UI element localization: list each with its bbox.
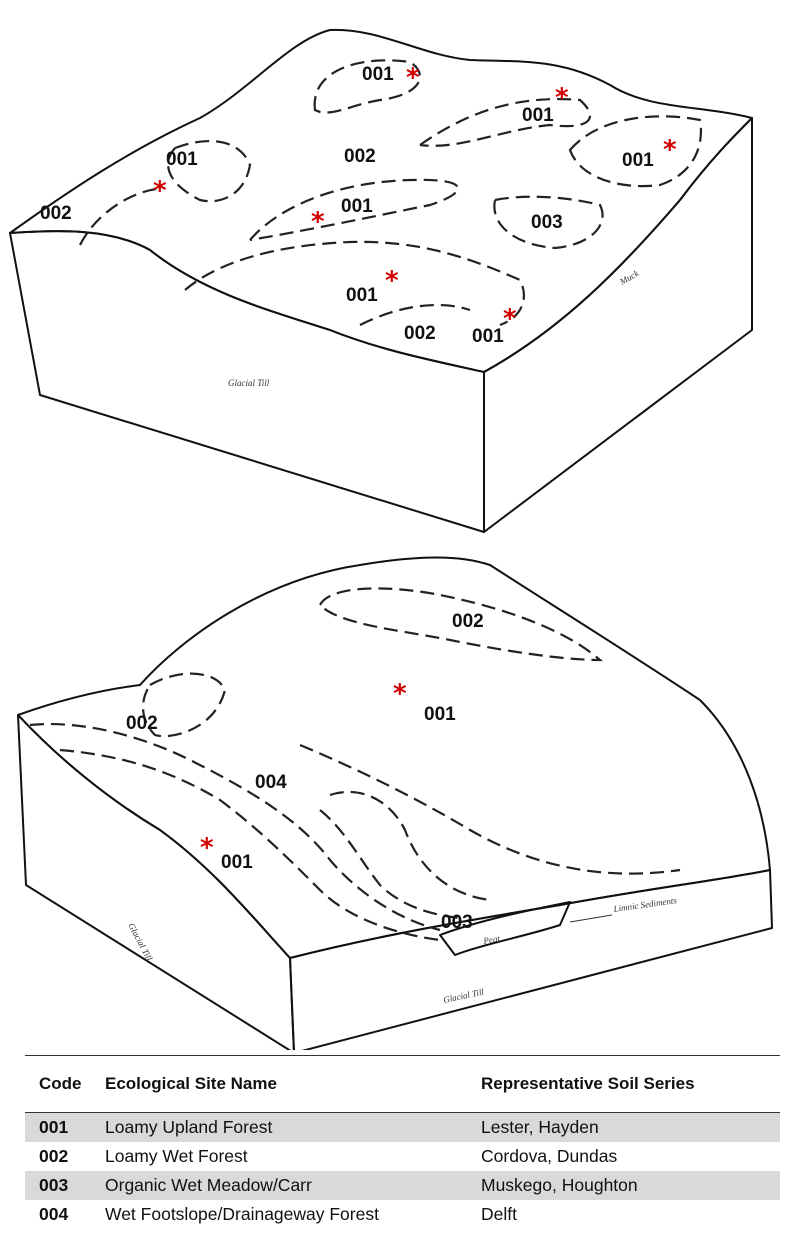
legend-row: 003 Organic Wet Meadow/Carr Muskego, Hou… <box>25 1171 780 1200</box>
legend-soil-series: Muskego, Houghton <box>481 1175 638 1195</box>
bottom-label: 004 <box>255 772 287 793</box>
top-label: 001 <box>522 105 554 126</box>
legend-table: Code Ecological Site Name Representative… <box>25 1055 780 1229</box>
legend-code: 001 <box>39 1117 69 1137</box>
top-label: 001 <box>362 64 394 85</box>
site-marker-icon: * <box>311 207 325 237</box>
bottom-label: 001 <box>424 704 456 725</box>
legend-soil-series: Delft <box>481 1204 517 1224</box>
site-marker-icon: * <box>385 266 399 296</box>
site-marker-icon: * <box>200 833 214 863</box>
site-marker-icon: * <box>153 176 167 206</box>
legend-code: 004 <box>39 1204 69 1224</box>
top-label: 001 <box>341 196 373 217</box>
legend-header-name: Ecological Site Name <box>105 1074 277 1093</box>
top-label: 002 <box>404 323 436 344</box>
legend-site-name: Loamy Wet Forest <box>105 1146 248 1166</box>
bottom-block-diagram <box>17 556 773 1050</box>
top-muck-annotation: Muck <box>617 268 641 288</box>
top-label: 003 <box>531 212 563 233</box>
top-till-annotation: Glacial Till <box>228 378 270 388</box>
top-label: 001 <box>472 326 504 347</box>
legend-row: 001 Loamy Upland Forest Lester, Hayden <box>25 1113 780 1142</box>
legend-header-row: Code Ecological Site Name Representative… <box>25 1056 780 1113</box>
legend-code: 003 <box>39 1175 69 1195</box>
top-label: 001 <box>166 149 198 170</box>
bottom-label: 002 <box>126 713 158 734</box>
site-marker-icon: * <box>503 304 517 334</box>
legend-soil-series: Lester, Hayden <box>481 1117 599 1137</box>
legend-site-name: Loamy Upland Forest <box>105 1117 273 1137</box>
bottom-till-front-annotation: Glacial Till <box>442 986 485 1004</box>
legend-row: 004 Wet Footslope/Drainageway Forest Del… <box>25 1200 780 1229</box>
limnic-sediments-annotation: Limnic Sediments <box>612 895 678 914</box>
top-block-diagram <box>9 28 753 533</box>
landscape-block-diagrams: 001 001 001 001 001 001 001 002 002 002 … <box>9 28 773 1050</box>
top-label: 002 <box>40 203 72 224</box>
bottom-label: 003 <box>441 912 473 933</box>
bottom-label: 002 <box>452 611 484 632</box>
bottom-front-left-face <box>17 714 295 1050</box>
top-front-right-face <box>483 117 753 533</box>
legend-row: 002 Loamy Wet Forest Cordova, Dundas <box>25 1142 780 1171</box>
site-marker-icon: * <box>393 679 407 709</box>
bottom-surface <box>17 556 771 959</box>
top-label: 001 <box>622 150 654 171</box>
site-marker-icon: * <box>406 63 420 93</box>
legend-site-name: Wet Footslope/Drainageway Forest <box>105 1204 379 1224</box>
legend-top-rule <box>25 1055 780 1056</box>
legend-code: 002 <box>39 1146 69 1166</box>
legend-header-code: Code <box>39 1074 82 1093</box>
bottom-front-right-face <box>289 869 773 1050</box>
legend-site-name: Organic Wet Meadow/Carr <box>105 1175 312 1195</box>
top-label: 001 <box>346 285 378 306</box>
legend-header-soil: Representative Soil Series <box>481 1074 695 1093</box>
peat-annotation: Peat <box>482 933 501 946</box>
site-marker-icon: * <box>555 83 569 113</box>
top-label: 002 <box>344 146 376 167</box>
site-marker-icon: * <box>663 135 677 165</box>
bottom-label: 001 <box>221 852 253 873</box>
legend-soil-series: Cordova, Dundas <box>481 1146 618 1166</box>
top-surface <box>9 28 753 373</box>
